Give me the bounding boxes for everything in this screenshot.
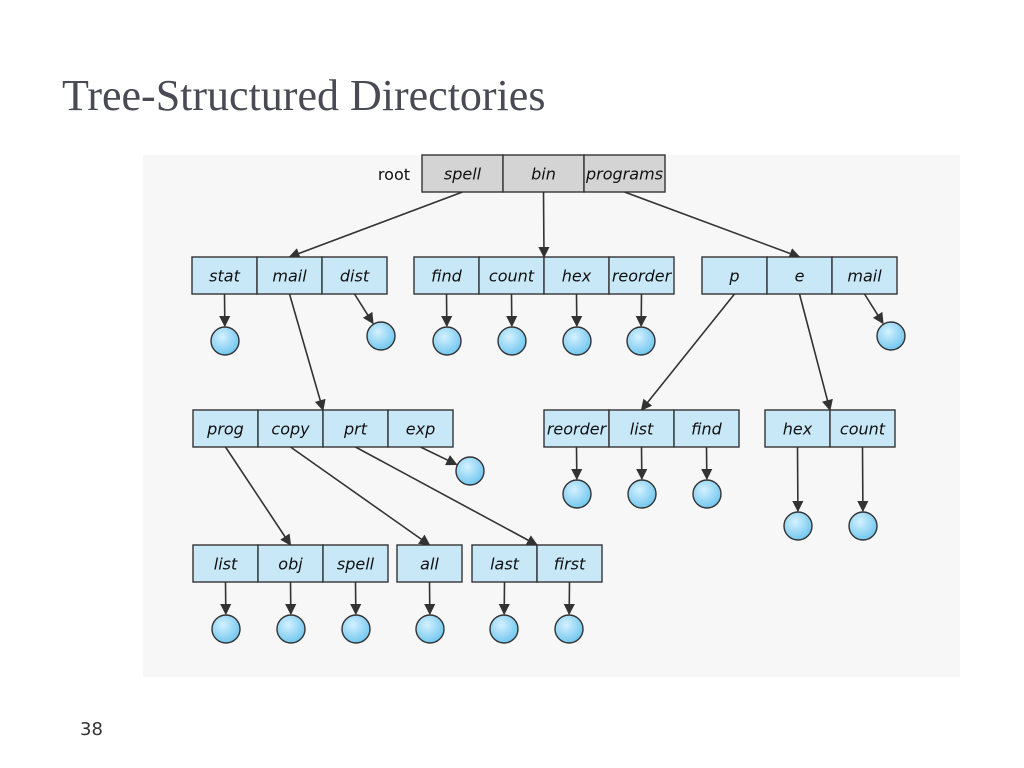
directory-entry-cell: [322, 409, 389, 448]
directory-entry-cell: [257, 409, 324, 448]
directory-entry-cell: [321, 256, 388, 295]
directory-entry-label: list: [214, 555, 238, 574]
file-node: [211, 614, 241, 644]
directory-entry-cell: [191, 256, 258, 295]
directory-entry-label: mail: [847, 267, 882, 286]
directory-entry-label: mail: [272, 267, 307, 286]
directory-entry-label: first: [554, 555, 586, 574]
file-node: [366, 321, 396, 351]
directory-entry-cell: [396, 544, 463, 583]
directory-root: spell bin programs: [421, 154, 666, 193]
tree-edges: [219, 191, 884, 616]
directory-programs: p e mail: [701, 256, 898, 295]
file-node: [489, 614, 519, 644]
directory-entry-cell: [257, 544, 324, 583]
page-number: 38: [80, 719, 103, 740]
directory-entry-cell: [322, 544, 389, 583]
file-node: [554, 614, 584, 644]
file-node: [497, 326, 527, 356]
directory-entry-cell: [543, 409, 610, 448]
directory-entry-cell: [583, 154, 666, 193]
directory-mail: prog copy prt exp: [192, 409, 454, 448]
file-node: [341, 614, 371, 644]
file-node: [876, 321, 906, 351]
directory-entry-cell: [608, 256, 675, 295]
directory-entry-cell: [478, 256, 545, 295]
tree-edge-root-programs: [624, 191, 801, 259]
file-edge-programs-2: [863, 293, 884, 325]
file-node: [783, 511, 813, 541]
directory-entry-label: hex: [562, 267, 592, 286]
tree-edge-mail-copy: [290, 446, 431, 546]
directory-entry-label: prt: [343, 420, 368, 439]
directory-entry-cell: [829, 409, 896, 448]
directory-entry-cell: [764, 409, 831, 448]
directory-entry-cell: [421, 154, 504, 193]
directory-entry-cell: [192, 409, 259, 448]
directory-bin: find count hex reorder: [413, 256, 675, 295]
tree-edge-programs-p: [640, 293, 736, 411]
file-node: [276, 614, 306, 644]
directory-p: reorder list find: [543, 409, 740, 448]
directory-entry-label: count: [489, 267, 535, 286]
directory-entry-label: stat: [209, 267, 240, 286]
file-node: [692, 479, 722, 509]
file-node: [415, 614, 445, 644]
file-node: [455, 456, 485, 486]
directory-entry-label: reorder: [547, 420, 608, 439]
file-node: [627, 479, 657, 509]
tree-edge-programs-e: [798, 293, 833, 412]
file-node: [848, 511, 878, 541]
tree-edge-root-bin: [538, 191, 550, 259]
tree-edge-mail-prt: [355, 446, 538, 546]
directory-entry-cell: [608, 409, 675, 448]
file-node: [432, 326, 462, 356]
directory-entry-label: count: [840, 420, 886, 439]
directory-copy: all: [396, 544, 463, 583]
directory-prog: list obj spell: [192, 544, 389, 583]
directory-e: hex count: [764, 409, 896, 448]
directory-entry-label: last: [490, 555, 520, 574]
file-node: [562, 479, 592, 509]
file-nodes: [210, 321, 906, 644]
file-node: [562, 326, 592, 356]
directory-entry-label: spell: [444, 165, 482, 184]
directory-entry-cell: [387, 409, 454, 448]
directory-entry-label: p: [728, 267, 739, 286]
directory-spell: stat mail dist: [191, 256, 388, 295]
directory-entry-label: programs: [585, 165, 663, 184]
directory-entry-label: find: [691, 420, 722, 439]
directory-entry-label: all: [420, 555, 439, 574]
directory-entry-label: dist: [340, 267, 370, 286]
slide-title: Tree-Structured Directories: [62, 71, 546, 120]
file-edge-mail-3: [420, 446, 458, 466]
directory-entry-label: prog: [206, 420, 244, 439]
directory-entry-cell: [192, 544, 259, 583]
directory-entry-label: reorder: [612, 267, 673, 286]
directory-entry-label: copy: [271, 420, 310, 439]
directory-prt: last first: [471, 544, 603, 583]
tree-edge-mail-prog: [224, 446, 292, 546]
directory-entry-label: bin: [531, 165, 556, 184]
directory-entry-label: e: [795, 267, 805, 286]
file-node: [626, 326, 656, 356]
root-label: root: [378, 165, 410, 184]
directory-entry-cell: [831, 256, 898, 295]
directory-entry-label: list: [630, 420, 654, 439]
directory-entry-label: hex: [783, 420, 813, 439]
directory-entry-cell: [413, 256, 480, 295]
tree-edge-spell-mail: [288, 293, 326, 412]
file-node: [210, 326, 240, 356]
directory-entry-cell: [536, 544, 603, 583]
tree-edge-root-spell: [288, 191, 463, 259]
directory-entry-label: obj: [278, 555, 303, 574]
directory-entry-label: find: [431, 267, 462, 286]
directory-entry-cell: [673, 409, 740, 448]
directory-entry-cell: [766, 256, 833, 295]
directory-entry-label: exp: [406, 420, 435, 439]
file-edge-spell-2: [353, 293, 374, 325]
directory-entry-label: spell: [337, 555, 375, 574]
